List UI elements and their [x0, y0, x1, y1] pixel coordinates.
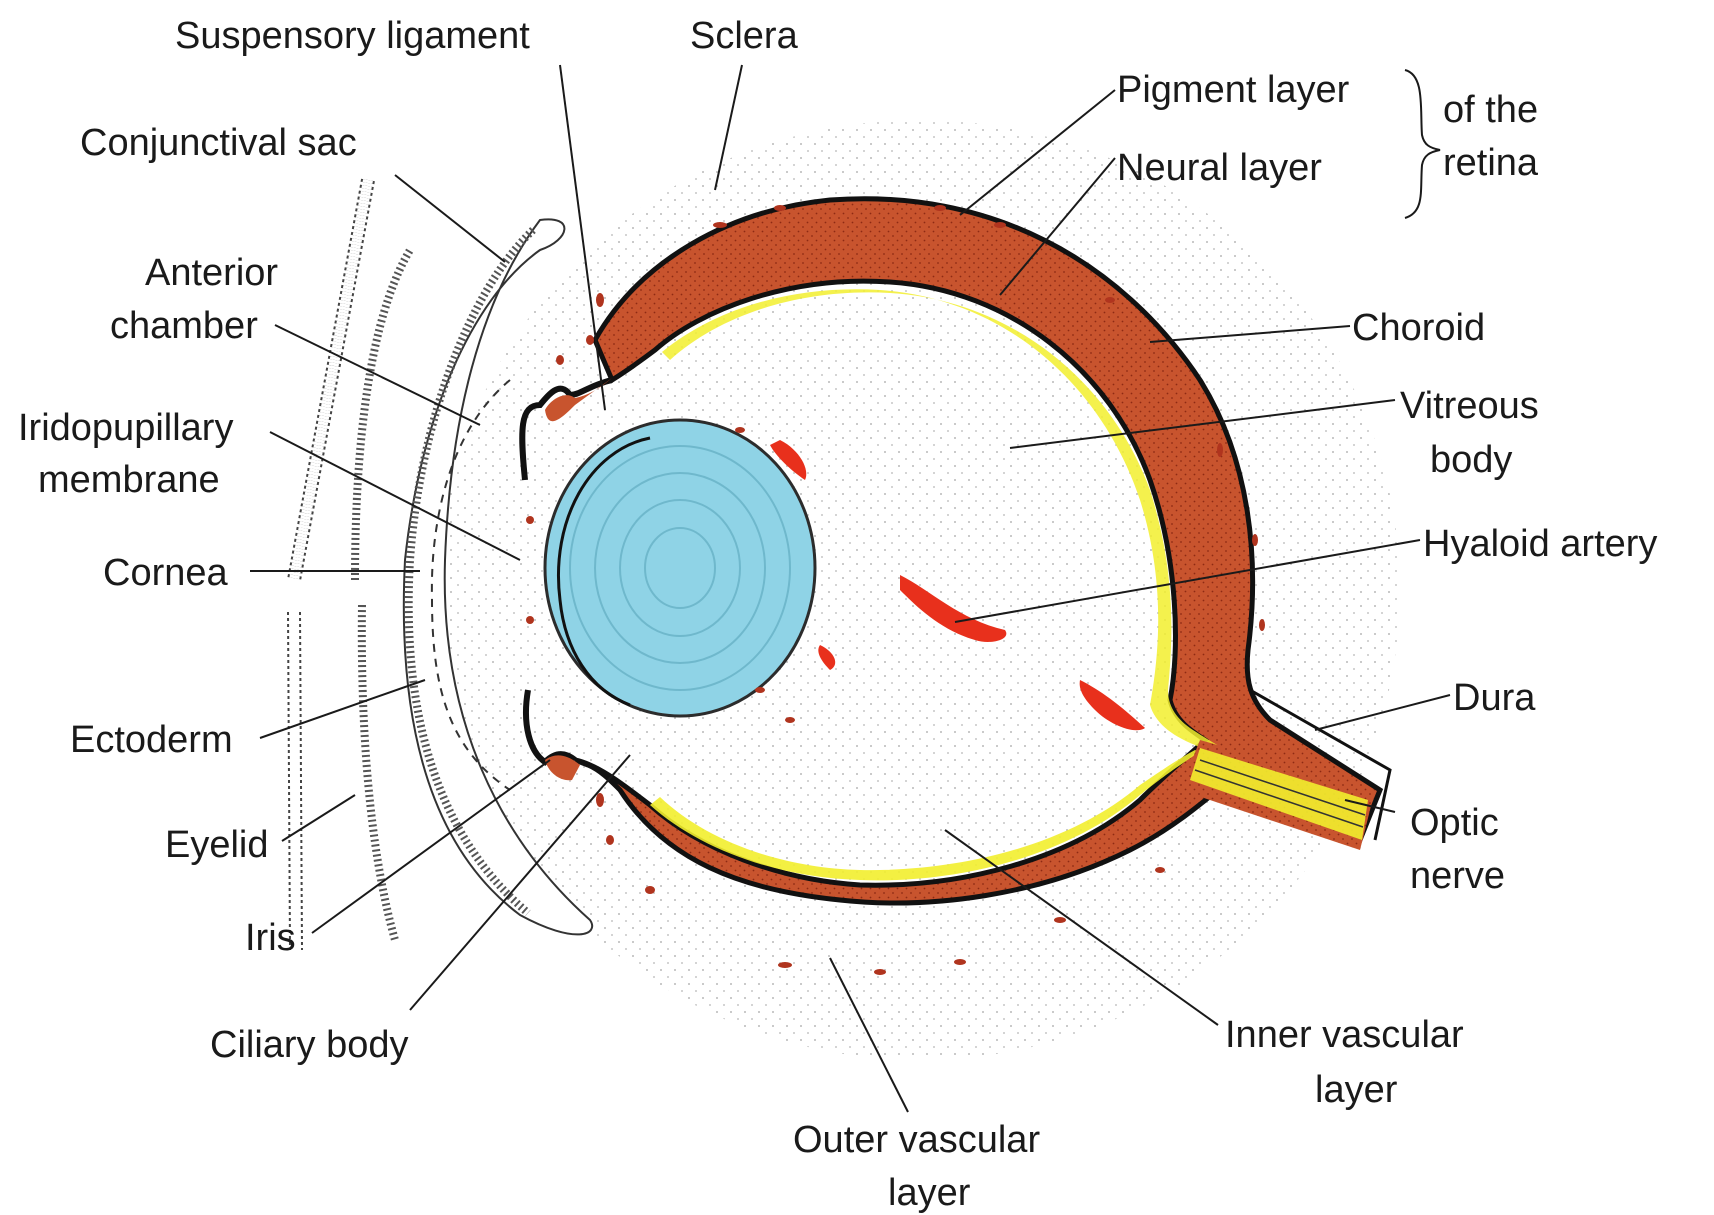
label-iris: Iris: [245, 917, 296, 959]
label-inner-vascular: Inner vascular: [1225, 1014, 1464, 1056]
ectoderm-strips: [294, 180, 368, 950]
label-sclera: Sclera: [690, 15, 799, 57]
label-outer-layer: layer: [888, 1172, 971, 1214]
label-suspensory-ligament: Suspensory ligament: [175, 15, 530, 57]
label-choroid: Choroid: [1352, 307, 1485, 349]
label-inner-layer: layer: [1315, 1069, 1398, 1111]
label-nerve: nerve: [1410, 855, 1505, 897]
label-ectoderm: Ectoderm: [70, 719, 233, 761]
label-anterior: Anterior: [145, 252, 278, 294]
label-cornea: Cornea: [103, 552, 228, 594]
label-body: body: [1430, 439, 1512, 481]
label-membrane: membrane: [38, 459, 220, 501]
label-chamber: chamber: [110, 305, 258, 347]
label-hyaloid-artery: Hyaloid artery: [1423, 523, 1657, 565]
label-optic: Optic: [1410, 802, 1499, 844]
label-neural-layer: Neural layer: [1117, 147, 1322, 189]
label-conjunctival-sac: Conjunctival sac: [80, 122, 357, 164]
label-eyelid: Eyelid: [165, 824, 269, 866]
label-ciliary-body: Ciliary body: [210, 1024, 409, 1066]
label-dura: Dura: [1453, 677, 1536, 719]
lens: [545, 420, 815, 716]
label-vitreous: Vitreous: [1400, 385, 1539, 427]
label-pigment-layer: Pigment layer: [1117, 69, 1350, 111]
label-of-the: of the: [1443, 89, 1538, 131]
label-iridopupillary: Iridopupillary: [18, 407, 233, 449]
label-retina: retina: [1443, 142, 1539, 184]
label-outer-vascular: Outer vascular: [793, 1119, 1040, 1161]
